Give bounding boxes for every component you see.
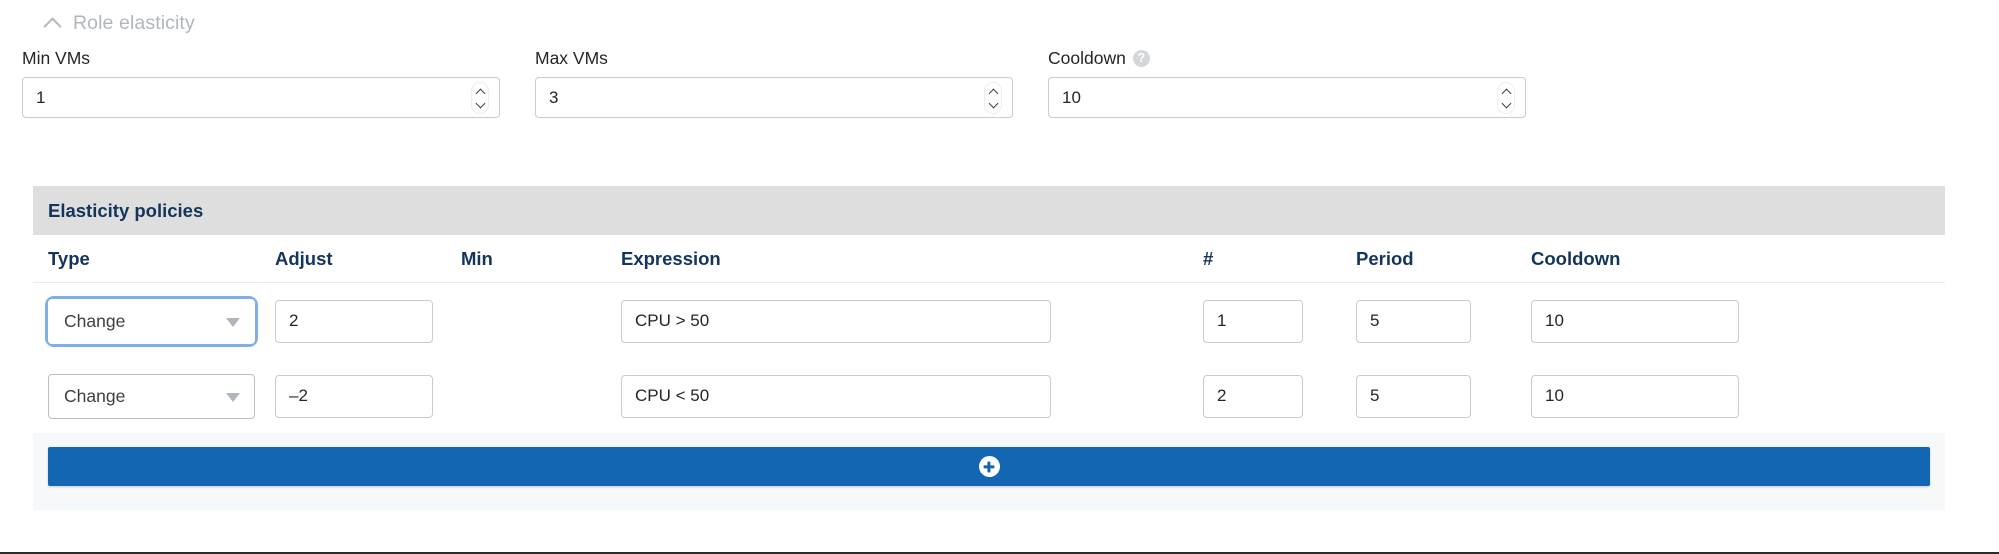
- cooldown-label: Cooldown ?: [1048, 48, 1526, 68]
- policy-type-value: Change: [64, 385, 126, 406]
- column-header-period: Period: [1356, 247, 1414, 269]
- top-fields-row: Min VMs 1 Max VMs 3: [0, 48, 1999, 132]
- count-input[interactable]: 2: [1203, 374, 1303, 418]
- cell-cooldown: 10: [1531, 299, 1811, 343]
- stepper-up-icon[interactable]: [1502, 87, 1511, 96]
- cell-period: 5: [1356, 374, 1531, 418]
- min-vms-input[interactable]: 1: [22, 77, 500, 118]
- add-policy-button[interactable]: [48, 447, 1930, 486]
- policies-table: Type Adjust Min Expression # Period Cool…: [33, 235, 1945, 510]
- period-input[interactable]: 5: [1356, 374, 1471, 418]
- cell-count: 2: [1203, 374, 1356, 418]
- min-vms-label: Min VMs: [22, 48, 500, 68]
- elasticity-policies-panel: Elasticity policies Type Adjust Min Expr…: [33, 186, 1945, 510]
- field-max-vms: Max VMs 3: [535, 48, 1013, 118]
- cell-adjust: 2: [275, 299, 461, 343]
- section-title: Role elasticity: [73, 11, 195, 34]
- cell-count: 1: [1203, 299, 1356, 343]
- stepper-down-icon[interactable]: [476, 99, 485, 108]
- stepper-up-icon[interactable]: [989, 87, 998, 96]
- section-header-role-elasticity[interactable]: Role elasticity: [44, 8, 195, 38]
- row-cooldown-input[interactable]: 10: [1531, 374, 1739, 418]
- stepper-down-icon[interactable]: [989, 99, 998, 108]
- cooldown-label-text: Cooldown: [1048, 48, 1126, 68]
- table-header-row: Type Adjust Min Expression # Period Cool…: [33, 235, 1945, 283]
- field-min-vms: Min VMs 1: [22, 48, 500, 118]
- chevron-down-icon[interactable]: [226, 318, 240, 327]
- cell-type: Change: [48, 298, 275, 344]
- chevron-up-icon[interactable]: [44, 14, 62, 32]
- help-icon[interactable]: ?: [1132, 49, 1150, 67]
- max-vms-input[interactable]: 3: [535, 77, 1013, 118]
- policy-type-select[interactable]: Change: [48, 373, 255, 419]
- table-row: Change 2 CPU > 50 1 5: [33, 283, 1945, 359]
- max-vms-label-text: Max VMs: [535, 48, 608, 68]
- field-cooldown: Cooldown ? 10: [1048, 48, 1526, 118]
- bottom-divider: [0, 552, 1999, 554]
- cell-expression: CPU > 50: [621, 299, 1203, 343]
- table-row: Change –2 CPU < 50 2 5: [33, 359, 1945, 433]
- panel-header: Elasticity policies: [33, 186, 1945, 235]
- cooldown-value: 10: [1062, 87, 1081, 107]
- cell-period: 5: [1356, 299, 1531, 343]
- min-vms-stepper[interactable]: [472, 82, 488, 113]
- cooldown-stepper[interactable]: [1498, 82, 1514, 113]
- expression-input[interactable]: CPU > 50: [621, 299, 1051, 343]
- cell-cooldown: 10: [1531, 374, 1811, 418]
- adjust-input[interactable]: 2: [275, 299, 433, 343]
- policy-type-select[interactable]: Change: [48, 298, 255, 344]
- max-vms-stepper[interactable]: [985, 82, 1001, 113]
- table-footer: [33, 433, 1945, 510]
- cell-adjust: –2: [275, 374, 461, 418]
- panel-title: Elasticity policies: [48, 199, 204, 221]
- chevron-down-icon[interactable]: [226, 393, 240, 402]
- count-input[interactable]: 1: [1203, 299, 1303, 343]
- column-header-expression: Expression: [621, 247, 721, 269]
- column-header-adjust: Adjust: [275, 247, 333, 269]
- max-vms-label: Max VMs: [535, 48, 1013, 68]
- policy-type-value: Change: [64, 310, 126, 331]
- plus-circle-icon[interactable]: [978, 456, 1000, 477]
- period-input[interactable]: 5: [1356, 299, 1471, 343]
- adjust-input[interactable]: –2: [275, 374, 433, 418]
- column-header-count: #: [1203, 247, 1214, 269]
- expression-input[interactable]: CPU < 50: [621, 374, 1051, 418]
- column-header-type: Type: [48, 247, 90, 269]
- min-vms-label-text: Min VMs: [22, 48, 91, 68]
- row-cooldown-input[interactable]: 10: [1531, 299, 1739, 343]
- cooldown-input[interactable]: 10: [1048, 77, 1526, 118]
- column-header-min: Min: [461, 247, 493, 269]
- min-vms-value: 1: [36, 87, 46, 107]
- max-vms-value: 3: [549, 87, 559, 107]
- stepper-up-icon[interactable]: [476, 87, 485, 96]
- column-header-cooldown: Cooldown: [1531, 247, 1621, 269]
- stepper-down-icon[interactable]: [1502, 99, 1511, 108]
- cell-type: Change: [48, 373, 275, 419]
- cell-expression: CPU < 50: [621, 374, 1203, 418]
